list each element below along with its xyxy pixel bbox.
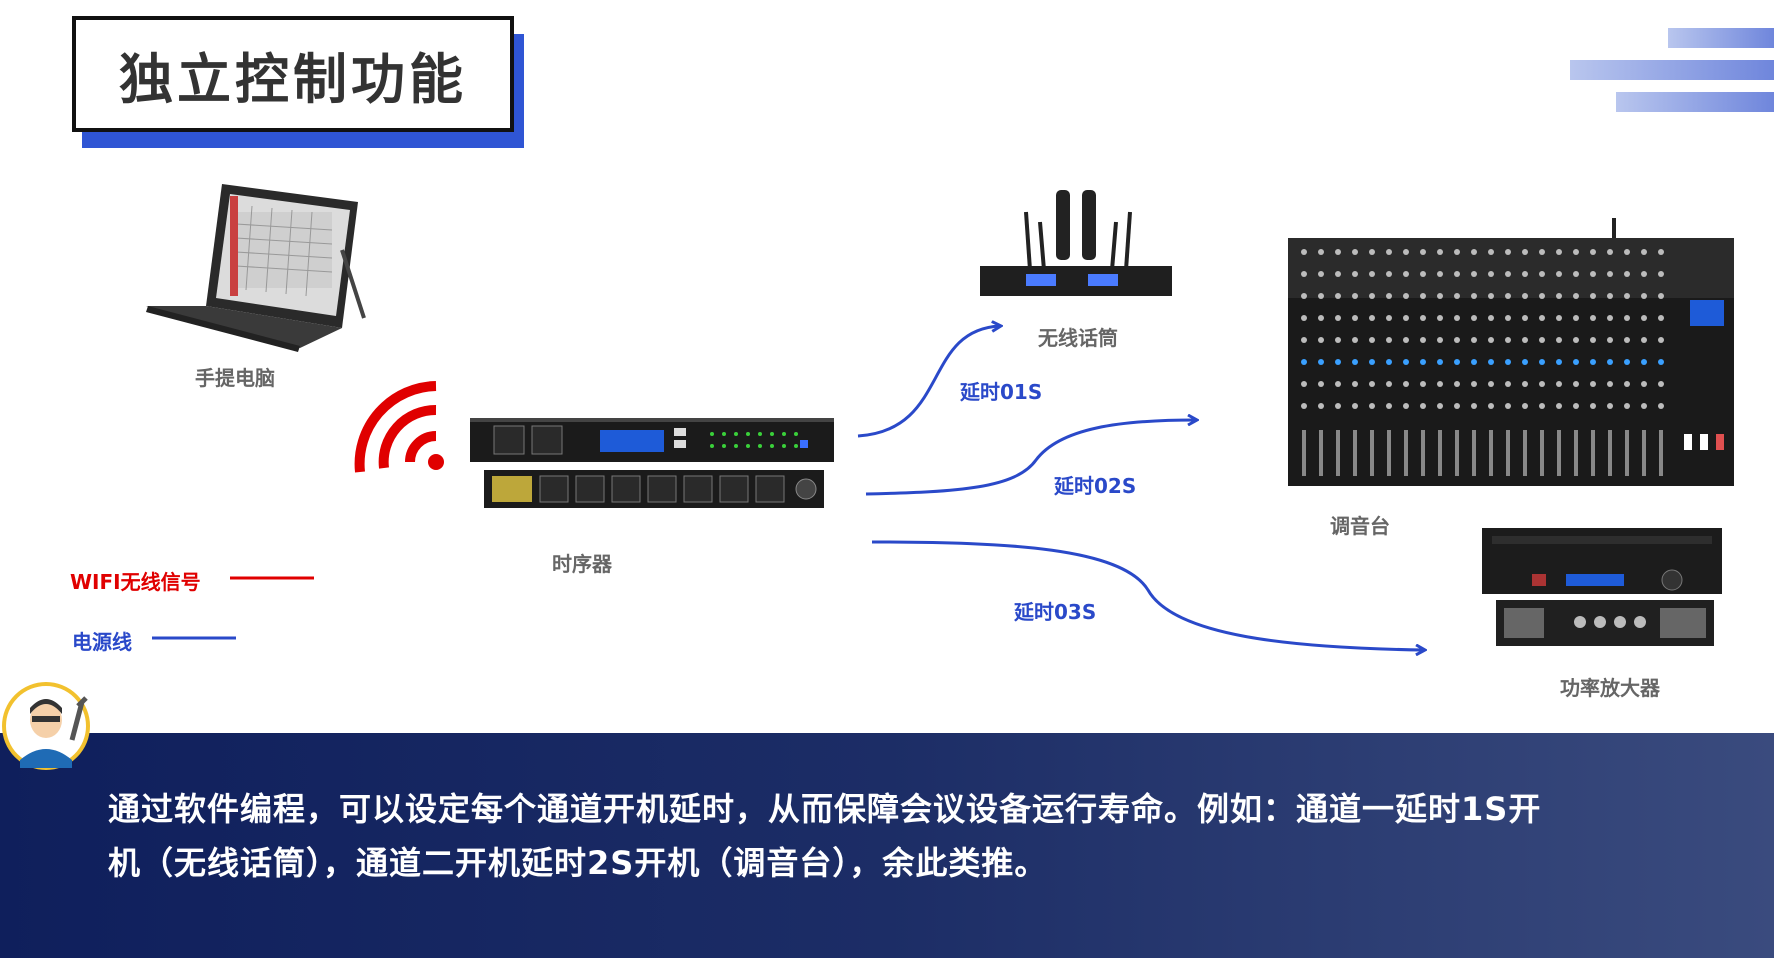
power-amplifier-image — [1482, 528, 1722, 646]
arrow-to-mixer — [866, 420, 1196, 494]
laptop-image — [146, 184, 364, 352]
sequencer-image — [470, 418, 834, 508]
caption-line-1: 通过软件编程，可以设定每个通道开机延时，从而保障会议设备运行寿命。例如：通道一延… — [108, 782, 1708, 836]
legend-power-label: 电源线 — [72, 626, 132, 655]
wireless-mic-image — [980, 190, 1172, 296]
legend-wifi-label: WIFI无线信号 — [70, 566, 201, 595]
delay-label-2: 延时02S — [1054, 470, 1136, 499]
sequencer-label: 时序器 — [522, 548, 642, 577]
laptop-label: 手提电脑 — [170, 362, 300, 391]
mixer-image — [1288, 218, 1734, 486]
delay-label-3: 延时03S — [1014, 596, 1096, 625]
mic-label: 无线话筒 — [1018, 322, 1138, 351]
arrow-to-amplifier — [872, 542, 1424, 650]
amplifier-label: 功率放大器 — [1540, 672, 1680, 701]
caption-text: 通过软件编程，可以设定每个通道开机延时，从而保障会议设备运行寿命。例如：通道一延… — [108, 782, 1708, 890]
caption-line-2: 机（无线话筒），通道二开机延时2S开机（调音台），余此类推。 — [108, 836, 1708, 890]
delay-label-1: 延时01S — [960, 376, 1042, 405]
engineer-avatar-icon — [0, 680, 100, 780]
mixer-label: 调音台 — [1300, 510, 1420, 539]
wifi-icon — [360, 386, 444, 472]
